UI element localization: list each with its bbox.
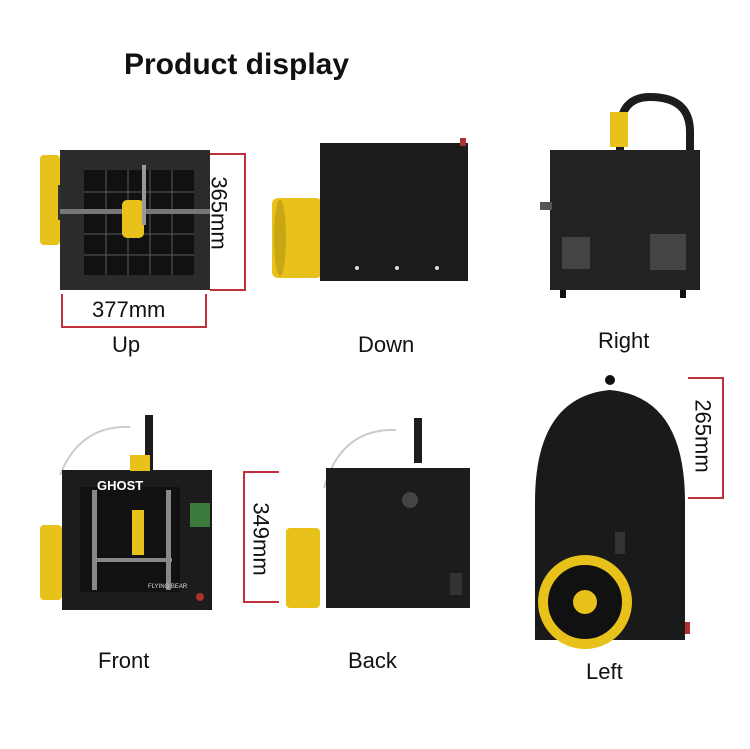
caption-up: Up [112,332,141,357]
caption-back: Back [348,648,397,673]
depth-dimension-label: 365mm [206,176,232,250]
front-brand-label: GHOST [97,478,144,493]
page-title: Product display [124,48,350,81]
printer-top-view [40,150,210,290]
depth-dimension-line [210,153,246,291]
printer-left-view-with-enclosure [535,375,690,649]
dome-dimension-label: 265mm [690,399,716,473]
front-model-label: FLYING BEAR [148,584,188,590]
height-dimension-line [243,471,279,603]
printer-bottom-view [272,138,468,281]
caption-right: Right [598,328,650,353]
printer-back-view [286,418,470,608]
width-dimension-line [61,294,207,328]
dome-dimension-line [688,377,724,499]
caption-down: Down [358,332,415,357]
caption-front: Front [98,648,150,673]
width-dimension-label: 377mm [92,297,166,322]
printer-front-view [40,415,212,610]
printer-right-view [540,92,700,298]
caption-left: Left [586,659,623,684]
height-dimension-label: 349mm [248,502,274,576]
